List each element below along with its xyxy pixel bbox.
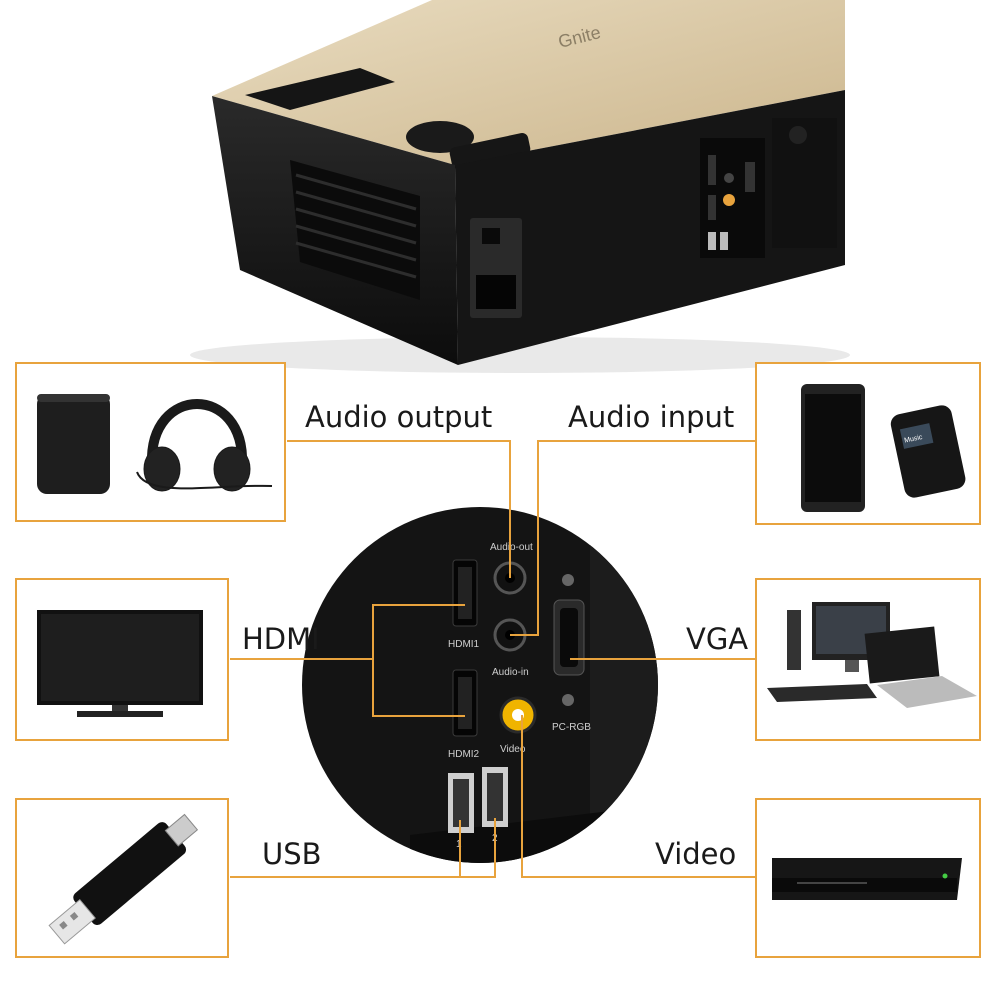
audio-input-label: Audio input [568, 400, 735, 434]
hdmi1-label: HDMI1 [448, 639, 480, 650]
tv-icon [37, 610, 203, 717]
dvd-player-icon [772, 858, 962, 900]
speaker-icon [37, 394, 110, 494]
usb-port-1 [448, 773, 474, 833]
desktop-computer-icon [767, 602, 890, 702]
video-label: Video [655, 837, 737, 871]
usb-label: USB [262, 837, 322, 871]
usb2-label: 2 [492, 833, 498, 844]
vga-port [553, 599, 585, 676]
audio-output-label: Audio output [305, 400, 493, 434]
audio-input-devices-box: Music [755, 362, 981, 525]
hdmi2-label: HDMI2 [448, 749, 480, 760]
projector-icon: Gnite [190, 0, 850, 373]
pc-rgb-label: PC-RGB [552, 722, 591, 733]
hdmi2-port [452, 669, 478, 737]
ports-closeup: HDMI1 HDMI2 Audio-out Audio-in Video [302, 507, 658, 863]
vga-devices-box [755, 578, 981, 741]
smartphone-icon [801, 384, 865, 512]
video-port-label: Video [500, 744, 526, 755]
mp3-screen-label: Music [904, 434, 924, 445]
video-devices-box [755, 798, 981, 958]
audio-out-label: Audio-out [490, 542, 533, 553]
audio-output-devices-box [15, 362, 286, 522]
hdmi-label: HDMI [242, 622, 320, 656]
mp3-player-icon: Music [890, 405, 966, 498]
hdmi-devices-box [15, 578, 229, 741]
laptop-icon [864, 626, 977, 708]
usb-drive-icon [48, 813, 199, 945]
vga-label: VGA [686, 622, 749, 656]
audio-in-label: Audio-in [492, 667, 529, 678]
headphones-icon [136, 399, 273, 492]
usb1-label: 1 [456, 839, 462, 850]
usb-devices-box [15, 798, 229, 958]
usb-port-2 [482, 767, 508, 827]
hdmi1-port [452, 559, 478, 627]
